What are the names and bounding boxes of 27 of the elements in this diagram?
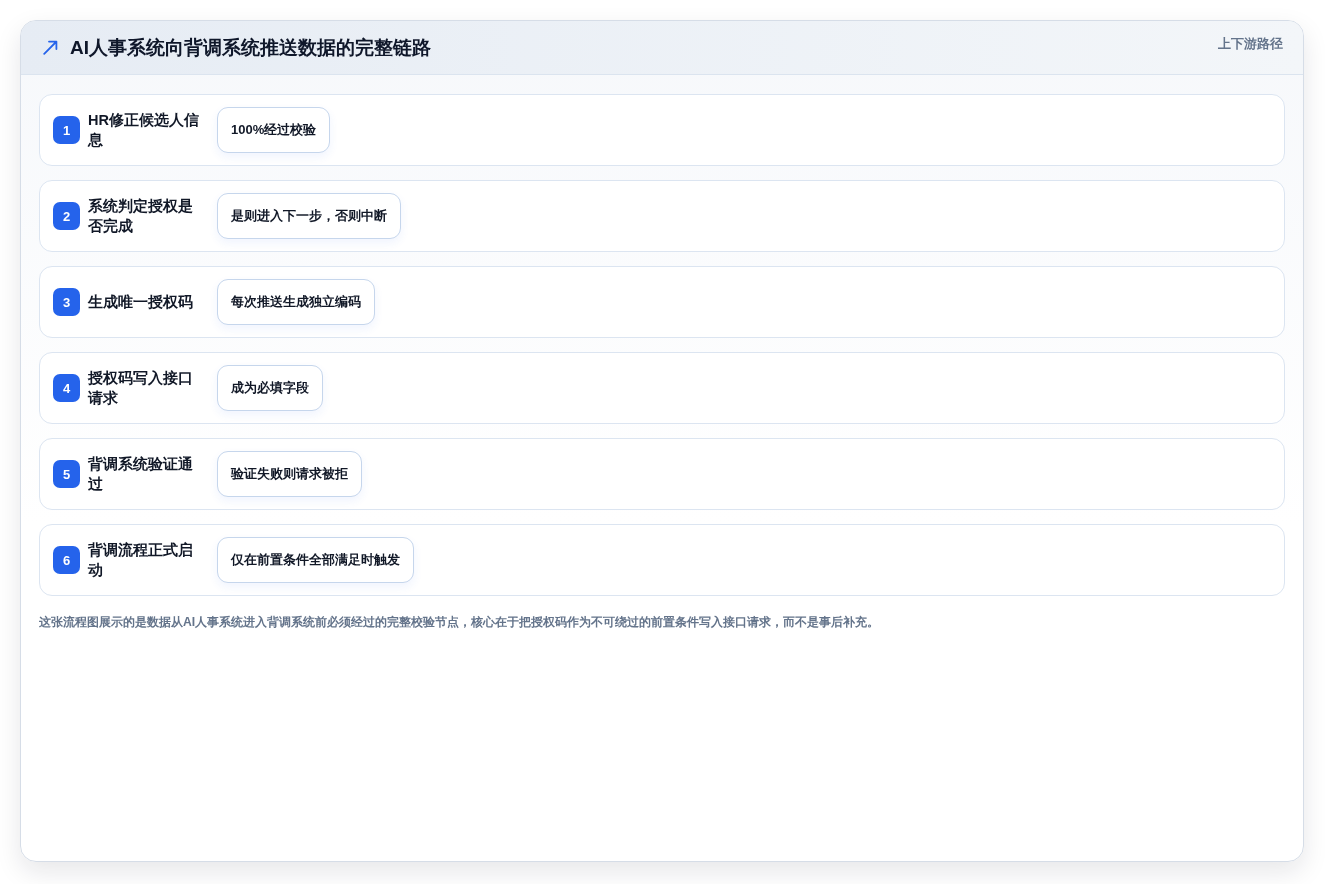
step-title: 背调流程正式启动 — [88, 541, 194, 580]
step-number: 1 — [53, 116, 80, 144]
step-number: 5 — [53, 460, 80, 488]
step-note: 每次推送生成独立编码 — [217, 279, 375, 325]
step-title: 生成唯一授权码 — [88, 293, 194, 312]
step-title: 系统判定授权是否完成 — [88, 197, 194, 236]
step-row — [39, 524, 1285, 596]
step-row — [39, 352, 1285, 424]
step-row — [39, 266, 1285, 338]
title-text: AI人事系统向背调系统推送数据的完整链路 — [70, 35, 431, 60]
step-number: 2 — [53, 202, 80, 230]
step-number: 4 — [53, 374, 80, 402]
step-row — [39, 180, 1285, 252]
step-note: 仅在前置条件全部满足时触发 — [217, 537, 414, 583]
step-note: 成为必填字段 — [217, 365, 323, 411]
step-row — [39, 94, 1285, 166]
step-note: 验证失败则请求被拒 — [217, 451, 362, 497]
step-note: 100%经过校验 — [217, 107, 331, 153]
step-number: 3 — [53, 288, 80, 316]
step-title: 授权码写入接口请求 — [88, 369, 194, 408]
step-number: 6 — [53, 546, 80, 574]
step-title: HR修正候选人信息 — [88, 111, 200, 150]
caption-text: 这张流程图展示的是数据从AI人事系统进入背调系统前必须经过的完整校验节点，核心在于把授权码作为不可绕过的前置条件写入接口请求，而不是事后补充。 — [39, 614, 881, 631]
step-title: 背调系统验证通过 — [88, 455, 194, 494]
step-note: 是则进入下一步，否则中断 — [217, 193, 401, 239]
step-row — [39, 438, 1285, 510]
header-label: 上下游路径 — [1218, 36, 1283, 53]
